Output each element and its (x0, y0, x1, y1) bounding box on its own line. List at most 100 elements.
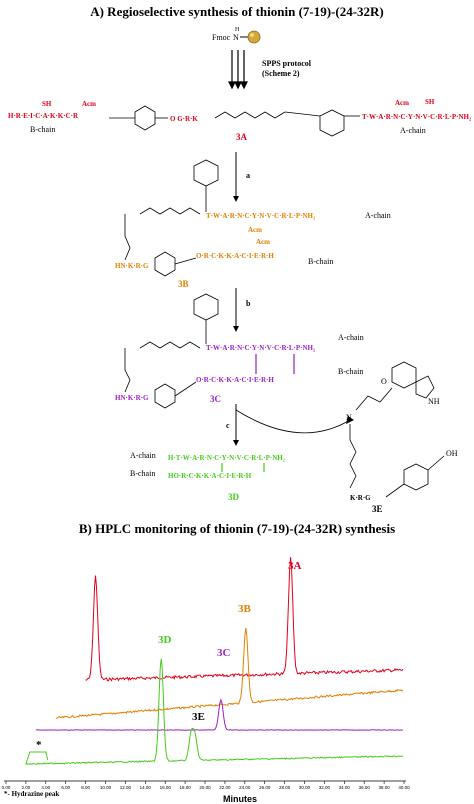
3e-pyrazole-ring (415, 375, 435, 399)
3b-dimedone-ring (193, 159, 219, 187)
arrow-a-head (233, 196, 239, 202)
3a-alkyl-chain (214, 111, 286, 119)
trace-3a (85, 557, 404, 682)
3b-k-seq: HN·K·R·G (115, 262, 149, 270)
x-tick-label: 32.00 (319, 785, 331, 790)
compound-3d: A-chain B-chain H·T·W·A·R·N·C·Y·N·V·C·R·… (130, 451, 285, 502)
3a-acm2-label: Acm (395, 99, 409, 107)
trace-3c (35, 698, 404, 731)
compound-3e: O NH N K·R·G OH 3E (346, 361, 458, 514)
3b-acm-label: Acm (248, 226, 262, 234)
3b-b-chain-label: B-chain (308, 257, 333, 266)
x-tick-label: 10.00 (100, 785, 112, 790)
compound-3c: T·W·A·R·N·C·Y·N·V·C·R·L·P·NH₂ A-chain O·… (115, 293, 364, 409)
3b-a-chain-seq: T·W·A·R·N·C·Y·N·V·C·R·L·P·NH₂ (206, 212, 315, 220)
3a-a-chain-label: A-chain (400, 126, 426, 135)
peak-label-3a: 3A (288, 560, 302, 572)
3b-acm2-label: Acm (256, 238, 270, 246)
x-tick-label: 8.00 (81, 785, 90, 790)
fmoc-n-label: N (233, 33, 239, 42)
hydrazine-peak (25, 751, 49, 765)
x-tick-label: 22.00 (219, 785, 231, 790)
3a-b-chain-label: B-chain (30, 125, 55, 134)
x-tick-label: 4.00 (41, 785, 50, 790)
3e-alkyl-chain (349, 424, 357, 489)
3e-compound-label: 3E (372, 504, 383, 514)
3e-o-label: O (381, 377, 387, 386)
peak-label-3d: 3D (158, 634, 172, 646)
x-tick-label: 38.00 (378, 785, 390, 790)
3c-k-seq: HN·K·R·G (115, 394, 149, 402)
x-tick-label: 36.00 (359, 785, 371, 790)
x-tick-label: 20.00 (199, 785, 211, 790)
3a-b-chain-seq: H·R·E·I·C·A·K·K·C·R (8, 112, 79, 120)
3c-compound-label: 3C (210, 394, 221, 404)
hydrazine-star: * (36, 739, 42, 751)
trace-3b (55, 627, 404, 719)
x-tick-label: 28.00 (279, 785, 291, 790)
trace-3d (25, 658, 404, 765)
3b-compound-label: 3B (178, 279, 189, 289)
3e-k-seq: K·R·G (350, 494, 371, 502)
3e-n-label: N (346, 413, 352, 422)
x-tick-label: 34.00 (339, 785, 351, 790)
3c-b-chain-seq: O·R·C·K·K·A·C·I·E·R·H (196, 376, 274, 384)
3d-disulfide-bonds (221, 463, 265, 472)
3b-benzene-ring (154, 251, 176, 277)
3a-dimedone-ring (319, 109, 345, 137)
hplc-title: B) HPLC monitoring of thionin (7-19)-(24… (78, 521, 396, 536)
3c-benzene-ring (154, 383, 176, 409)
x-tick-label: 16.00 (160, 785, 172, 790)
peak-label-3b: 3B (238, 603, 252, 615)
spps-ref-label: (Scheme 2) (262, 69, 300, 78)
3c-b-chain-label: B-chain (338, 367, 363, 376)
fmoc-h-label: H (235, 27, 240, 33)
x-tick-label: 30.00 (299, 785, 311, 790)
compound-3a: H·R·E·I·C·A·K·K·C·R SH Acm B-chain O G·R… (8, 98, 471, 142)
3c-a-chain-seq: T·W·A·R·N·C·Y·N·V·C·R·L·P·NH₂ (206, 344, 315, 352)
x-tick-label: 0.00 (2, 785, 11, 790)
3e-nh-label: NH (428, 397, 440, 406)
3a-acm-label: Acm (82, 100, 96, 108)
3d-b-chain-label: B-chain (130, 469, 155, 478)
resin-bead-icon (247, 30, 261, 44)
3d-a-chain-label: A-chain (130, 451, 156, 460)
x-tick-label: 14.00 (140, 785, 152, 790)
peak-label-3e: 3E (192, 711, 205, 723)
3c-dimedone-ring (193, 293, 219, 321)
scheme-title: A) Regioselective synthesis of thionin (… (90, 4, 384, 19)
3b-b-chain-seq: O·R·C·K·K·A·C·I·E·R·H (196, 252, 274, 260)
step-a-label: a (246, 171, 250, 180)
x-tick-label: 12.00 (120, 785, 132, 790)
3c-a-chain-label: A-chain (338, 333, 364, 342)
x-tick-label: 18.00 (179, 785, 191, 790)
3a-sh-label: SH (42, 100, 52, 108)
peak-label-3c: 3C (217, 647, 231, 659)
3b-a-chain-label: A-chain (365, 211, 391, 220)
x-tick-label: 40.00 (398, 785, 410, 790)
3e-cyclohexanone-ring (391, 361, 417, 389)
3a-sh2-label: SH (425, 98, 435, 106)
x-tick-label: 24.00 (239, 785, 251, 790)
fmoc-label: Fmoc (212, 33, 231, 42)
spps-arrows (228, 50, 248, 90)
3a-compound-label: 3A (236, 132, 248, 142)
arrow-b-head (233, 326, 239, 332)
resin-highlight (250, 33, 254, 37)
x-tick-label: 6.00 (61, 785, 70, 790)
step-b-label: b (246, 299, 251, 308)
hydrazine-footnote: *- Hydrazine peak (4, 790, 59, 798)
3d-compound-label: 3D (228, 492, 240, 502)
spps-protocol-label: SPPS protocol (262, 59, 312, 68)
3a-linker-seq: O G·R·K (170, 115, 198, 123)
3a-a-chain-seq: T·W·A·R·N·C·Y·N·V·C·R·L·P·NH₂ (362, 113, 471, 121)
compound-3b: T·W·A·R·N·C·Y·N·V·C·R·L·P·NH₂ A-chain Ac… (115, 159, 391, 289)
3d-a-chain-seq: H·T·W·A·R·N·C·Y·N·V·C·R·L·P·NH₂ (168, 454, 285, 462)
x-tick-label: 26.00 (259, 785, 271, 790)
3c-disulfide-bonds (255, 354, 295, 374)
step-c-label: c (226, 421, 230, 430)
3e-benzene-ring (403, 463, 429, 491)
